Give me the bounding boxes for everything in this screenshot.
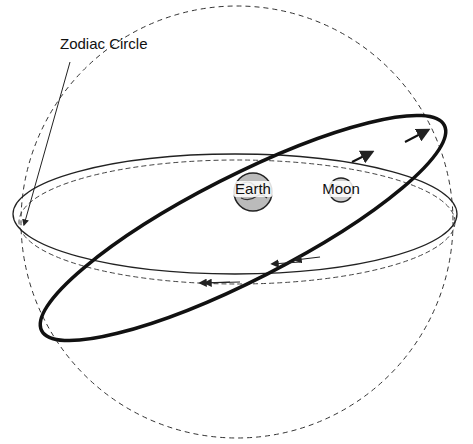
body-label: Earth bbox=[233, 181, 273, 198]
body-label: Moon bbox=[320, 181, 362, 198]
sphere-outline bbox=[21, 6, 453, 438]
earth-globe bbox=[234, 173, 272, 211]
region-label: Zodiac Circle bbox=[58, 36, 150, 53]
moon-orbit bbox=[18, 79, 468, 377]
